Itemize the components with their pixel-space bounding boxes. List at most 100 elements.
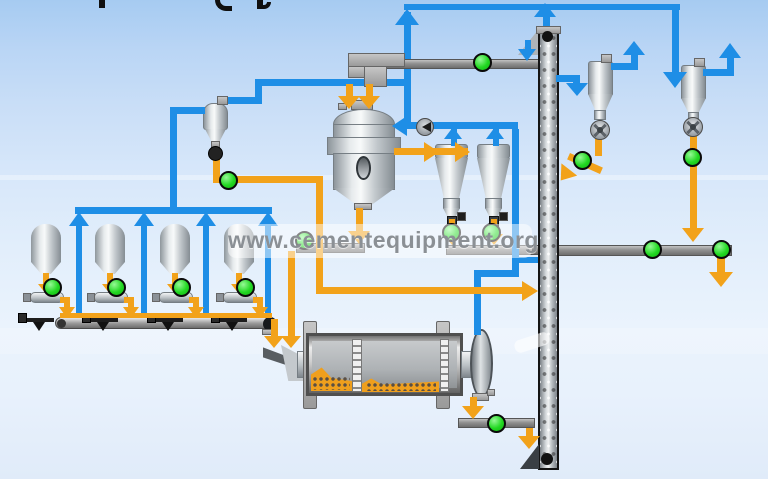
- separator-window: [356, 156, 371, 180]
- bucket-elevator-head-pulley: [542, 31, 553, 42]
- discharge-cyclone-1-stub: [594, 110, 606, 120]
- airslide-to-boot-v: [526, 428, 533, 439]
- arrow-down-icon: [338, 96, 360, 109]
- air-separator-inlet-line: [402, 122, 518, 129]
- mill-grinding-balls-1: [312, 376, 350, 390]
- arrow-up-icon: [196, 212, 216, 226]
- bucket-elevator-shaft: [538, 28, 559, 470]
- feeder2-discharge-v: [128, 297, 134, 309]
- mill-diaphragm-2: [440, 339, 449, 392]
- product-cyclone-a-cone: [435, 158, 468, 200]
- arrow-down-icon: [518, 436, 540, 449]
- arrow-up-icon: [69, 212, 89, 226]
- dust-cyclone-discharge-h1: [213, 176, 323, 183]
- separator-outlet-stub: [354, 203, 372, 210]
- air-elevator-head-drop: [525, 40, 531, 50]
- feeder-valve-icon[interactable]: [97, 322, 109, 331]
- air-cyclone1-outlet-v: [631, 46, 638, 65]
- mill-discharge-v: [470, 397, 477, 409]
- arrow-up-icon: [258, 212, 278, 226]
- separator-feed-box: [348, 53, 405, 67]
- status-indicator[interactable]: [43, 278, 62, 297]
- weigh-feeder-1-bracket: [20, 318, 54, 322]
- product-cyclone-b-top: [477, 144, 510, 159]
- product-cyclone-b-motor: [499, 212, 508, 221]
- status-indicator[interactable]: [487, 414, 506, 433]
- status-indicator[interactable]: [473, 53, 492, 72]
- air-cyclone1-inlet-h: [556, 75, 580, 82]
- product-cyclone-b-cone2: [485, 208, 502, 218]
- feeder-valve-icon[interactable]: [33, 322, 45, 331]
- arrow-left-icon: [392, 116, 407, 136]
- discharge-cyclone-2-cone: [681, 98, 706, 113]
- rotary-airlock-1-icon[interactable]: [590, 120, 610, 140]
- watermark: www.cementequipment.org: [228, 224, 538, 258]
- separator-reject-v: [356, 208, 363, 233]
- air-cyclone2-feed-drop: [672, 8, 679, 76]
- dust-cyclone-valve-icon[interactable]: [208, 146, 223, 161]
- air-down-riser: [512, 129, 519, 276]
- air-elevator-stub: [519, 257, 538, 263]
- belt-drop-v: [271, 319, 278, 338]
- arrow-up-icon: [534, 3, 556, 17]
- arrow-down-icon: [663, 72, 687, 88]
- weigh-feeder-4-cap: [216, 293, 224, 302]
- air-branch-3: [203, 226, 209, 314]
- dust-cyclone-discharge-h2: [316, 287, 524, 294]
- arrow-down-icon: [264, 336, 284, 348]
- status-indicator[interactable]: [643, 240, 662, 259]
- air-manifold-riser: [170, 111, 177, 211]
- arrow-up-icon: [719, 43, 741, 58]
- product-cyclone-a-stub: [443, 198, 460, 209]
- arrow-down-icon: [682, 228, 704, 242]
- product-cyclone-a-cone2: [443, 208, 460, 218]
- air-cyclone1-inlet-v: [573, 75, 580, 83]
- air-pipe-dust-cyclone-outlet-h1: [226, 97, 262, 104]
- air-cyclone2-outlet-h: [703, 69, 734, 76]
- arrow-up-icon: [623, 41, 645, 55]
- weigh-feeder-2-cap: [87, 293, 95, 302]
- status-indicator[interactable]: [236, 278, 255, 297]
- status-indicator[interactable]: [712, 240, 731, 259]
- arrow-down-icon: [188, 307, 204, 318]
- damper-triangle: [422, 122, 431, 132]
- air-mill-vent-elbow: [474, 270, 519, 277]
- air-pipe-dust-cyclone-outlet-h2: [255, 79, 411, 86]
- arrow-up-icon: [444, 127, 462, 139]
- rotary-airlock-2-icon[interactable]: [683, 117, 703, 137]
- cropped-title-fragment: [215, 0, 232, 11]
- feed-hopper-1: [31, 224, 61, 274]
- feeder4-discharge-v: [257, 297, 263, 309]
- air-branch-2: [141, 226, 147, 314]
- feeder-valve-icon[interactable]: [162, 322, 174, 331]
- feeder-valve-icon[interactable]: [226, 322, 238, 331]
- air-elevator-vent: [543, 8, 550, 26]
- arrow-up-icon: [486, 127, 504, 139]
- separator-feed-v1: [346, 84, 353, 98]
- arrow-down-icon: [709, 272, 733, 287]
- product-discharge-v: [717, 255, 725, 276]
- cropped-title-fragment: [262, 2, 271, 9]
- air-pipe-top-riser: [404, 12, 411, 128]
- discharge-cyclone-1-body: [588, 61, 613, 95]
- status-indicator[interactable]: [172, 278, 191, 297]
- bucket-elevator-boot-pulley: [541, 453, 553, 465]
- belt-material-stripe: [60, 313, 272, 318]
- reject-drop-v: [288, 251, 295, 338]
- mill-discharge-nub: [487, 389, 495, 396]
- status-indicator[interactable]: [219, 171, 238, 190]
- status-indicator[interactable]: [107, 278, 126, 297]
- discharge-cyclone-2-cap: [694, 58, 705, 67]
- damper-valve-icon[interactable]: [416, 118, 434, 136]
- weigh-feeder-2-bracket: [84, 318, 118, 322]
- weigh-feeder-4-bracket: [213, 318, 247, 322]
- arrow-down-icon: [566, 83, 588, 96]
- status-indicator[interactable]: [683, 148, 702, 167]
- mill-end-disc: [470, 329, 493, 398]
- dust-cyclone-cap: [217, 96, 228, 105]
- status-indicator[interactable]: [573, 151, 592, 170]
- arrow-right-icon: [455, 142, 470, 162]
- feed-hopper-3: [160, 224, 190, 274]
- discharge-cyclone-2-line-v: [690, 136, 697, 232]
